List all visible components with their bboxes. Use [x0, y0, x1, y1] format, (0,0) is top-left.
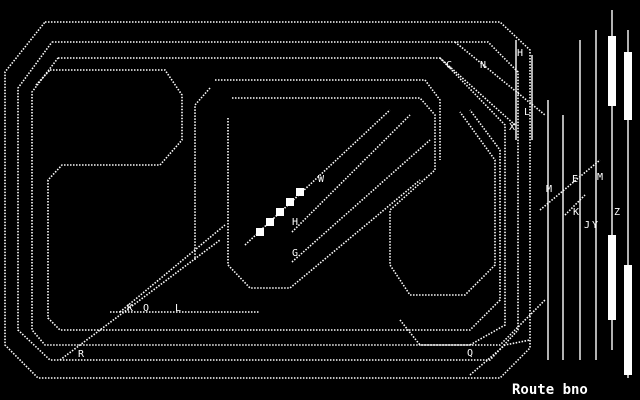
- track-label: M: [597, 172, 603, 183]
- track-inner-oval-4[interactable]: [227, 118, 421, 289]
- track-inner-oval-1[interactable]: [215, 79, 441, 160]
- track-diagonal-mid[interactable]: [119, 224, 226, 313]
- outer-loops[interactable]: [4, 21, 601, 379]
- train-car[interactable]: [256, 228, 264, 236]
- block-occupied[interactable]: [624, 52, 632, 120]
- track-right-diag-3[interactable]: [539, 159, 601, 211]
- track-label: J: [584, 220, 590, 231]
- track-inner-oval-3[interactable]: [232, 97, 496, 296]
- track-siding-bottom[interactable]: [399, 299, 546, 346]
- track-label: N: [480, 60, 486, 71]
- train-car[interactable]: [296, 188, 304, 196]
- track-loop-3[interactable]: [31, 57, 506, 346]
- track-label: E: [572, 174, 578, 185]
- track-label: H: [292, 217, 298, 228]
- track-label: G: [292, 248, 298, 259]
- track-label: L: [524, 107, 530, 118]
- block-occupied[interactable]: [608, 235, 616, 320]
- track-diagonal-long[interactable]: [59, 239, 221, 361]
- track-inner-oval-2[interactable]: [194, 87, 211, 260]
- track-label: O: [143, 303, 149, 314]
- train-car[interactable]: [266, 218, 274, 226]
- track-label: X: [509, 122, 515, 133]
- track-label: Z: [614, 207, 620, 218]
- track-label: K: [573, 207, 579, 218]
- track-label: W: [318, 174, 325, 185]
- track-loop-left-inner[interactable]: [47, 69, 501, 331]
- track-labels: C N H X L M E M K J Y Z W H G K O L R Q: [78, 48, 620, 360]
- track-right-diag-2[interactable]: [454, 41, 546, 116]
- train-car[interactable]: [286, 198, 294, 206]
- track-siding-left[interactable]: [35, 69, 51, 86]
- track-label: Q: [467, 348, 473, 359]
- track-label: Y: [592, 220, 598, 231]
- track-siding-bottom-2[interactable]: [469, 339, 531, 376]
- block-occupied[interactable]: [624, 265, 632, 375]
- track-diagonal-2[interactable]: [291, 114, 411, 233]
- track-loop-2[interactable]: [17, 41, 519, 361]
- train-car[interactable]: [276, 208, 284, 216]
- status-text: Route bno: [512, 382, 588, 398]
- block-occupied[interactable]: [608, 36, 616, 106]
- train-cars[interactable]: [256, 188, 304, 236]
- track-diagonal-3[interactable]: [291, 139, 431, 263]
- track-label: L: [175, 303, 181, 314]
- track-label: K: [127, 303, 133, 314]
- signal-lines: [515, 10, 632, 378]
- track-label: M: [546, 184, 552, 195]
- track-loop-1[interactable]: [4, 21, 531, 379]
- track-label: H: [517, 48, 523, 59]
- track-label: C: [446, 60, 452, 71]
- track-label: R: [78, 349, 85, 360]
